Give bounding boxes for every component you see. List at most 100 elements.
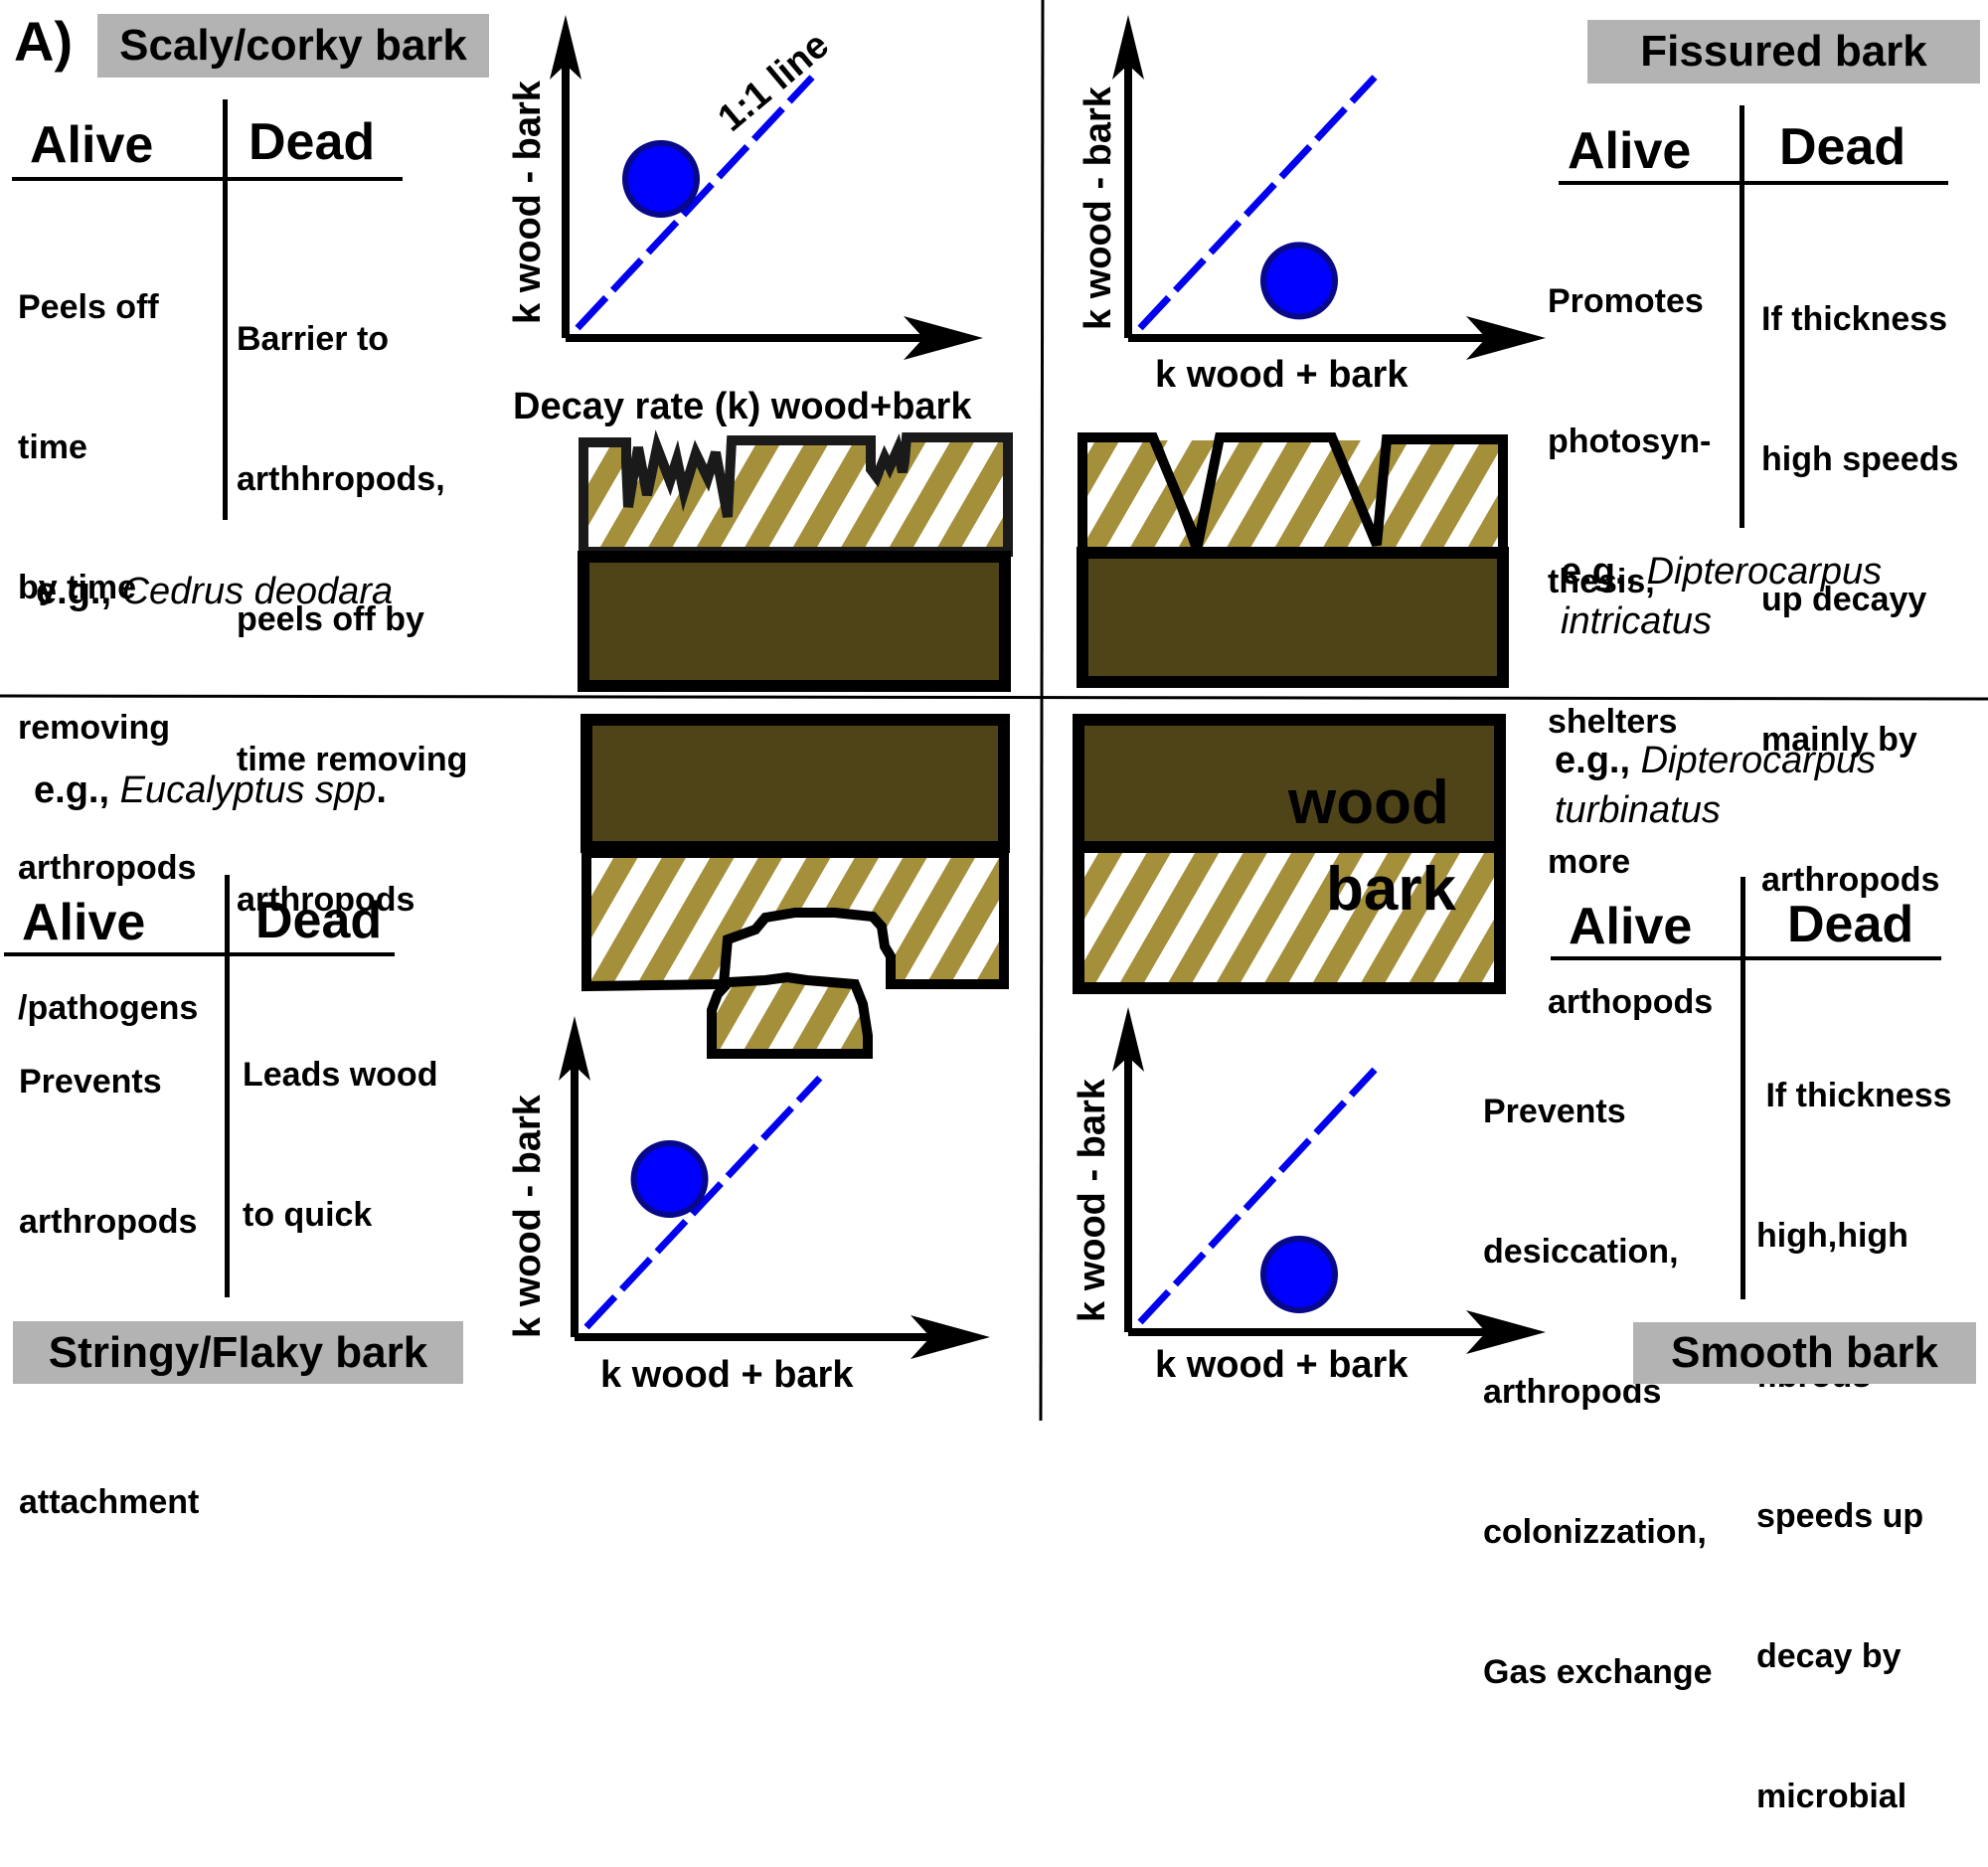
vertical-divider	[1039, 0, 1045, 1421]
example-prefix: e.g.,	[34, 769, 110, 811]
dead-line: arthropods	[237, 881, 415, 919]
species-name-line1: Dipterocarpus	[1646, 551, 1883, 593]
alive-header: Alive	[22, 894, 146, 951]
fissured-wood-layer	[1077, 547, 1509, 688]
dead-line: time removing	[237, 741, 468, 778]
chart-1-ylabel: k wood - bark	[507, 81, 549, 324]
alive-line: Gas exchange	[1483, 1653, 1713, 1691]
dead-line: Leads wood	[243, 1056, 438, 1094]
one-to-one-line	[583, 1075, 823, 1330]
species-name: Eucalyptus spp	[119, 769, 377, 811]
dead-line: arthhropods,	[237, 460, 445, 498]
title-scaly-corky-bark: Scaly/corky bark	[97, 14, 489, 78]
chart-1-xlabel: Decay rate (k) wood+bark	[513, 386, 972, 427]
chart-3-ylabel: k wood - bark	[507, 1095, 549, 1338]
one-to-one-line	[575, 75, 815, 331]
dead-text: Barrier to arthhropods, peels off by tim…	[237, 223, 467, 970]
table-vertical-rule	[225, 875, 230, 1297]
dead-line: decay by	[1756, 1637, 1902, 1675]
alive-line: Promotes	[1548, 282, 1704, 320]
alive-line: arthropods	[18, 849, 197, 887]
table-vertical-rule	[223, 99, 228, 520]
alive-line: arthropods	[19, 1203, 198, 1241]
data-point	[622, 140, 700, 218]
bark-layer-label: bark	[1326, 855, 1456, 924]
wood-layer-label: wood	[1288, 768, 1449, 837]
data-point	[1260, 1236, 1338, 1314]
dead-line: If thickness	[1761, 300, 1948, 338]
species-name: Cedrus deodara	[121, 571, 394, 612]
alive-line: Prevents	[19, 1063, 162, 1101]
species-name-line1: Dipterocarpus	[1640, 740, 1877, 781]
alive-line: time	[18, 428, 87, 466]
smooth-bark-layer	[1073, 841, 1506, 994]
dead-header: Dead	[255, 892, 383, 949]
y-axis-arrowhead	[1112, 15, 1144, 80]
x-axis-arrowhead	[1466, 1310, 1546, 1354]
species-name-line2: intricatus	[1561, 600, 1713, 642]
flaking-bark-piece	[707, 971, 873, 1059]
alive-text: Promotes photosyn- thesis, shelters more…	[1548, 185, 1713, 1073]
example-prefix: e.g.,	[36, 571, 112, 612]
x-axis-arrowhead	[911, 1315, 990, 1359]
table-header-rule	[12, 177, 403, 181]
one-to-one-line	[1137, 75, 1378, 331]
alive-line: attachment	[19, 1483, 200, 1521]
fissure-gap-1	[1153, 442, 1201, 547]
example-species: e.g., Cedrus deodara	[36, 567, 393, 616]
example-prefix: e.g.,	[1555, 740, 1631, 781]
dead-line: microbial	[1756, 1778, 1907, 1815]
y-axis-arrowhead	[1112, 1007, 1144, 1072]
panel-label: A)	[14, 10, 74, 73]
fissured-bark-background	[1082, 440, 1503, 552]
alive-line: colonizzation,	[1483, 1513, 1707, 1551]
alive-line: Peels off	[18, 288, 159, 326]
alive-line: photosyn-	[1548, 423, 1712, 460]
alive-header: Alive	[1569, 898, 1693, 955]
dead-line: peels off by	[237, 600, 424, 638]
example-prefix: e.g.,	[1561, 551, 1637, 593]
alive-line: more	[1548, 843, 1631, 881]
alive-line: /pathogens	[18, 989, 199, 1027]
alive-header: Alive	[30, 116, 154, 174]
dead-line: high,high	[1756, 1217, 1908, 1255]
table-vertical-rule	[1740, 105, 1744, 528]
dead-header: Dead	[1779, 118, 1906, 176]
dead-line: arthropods	[1761, 861, 1940, 899]
fissured-bark-block	[1077, 432, 1509, 688]
dead-header: Dead	[248, 113, 376, 171]
dead-header: Dead	[1787, 896, 1914, 953]
alive-line: Prevents	[1483, 1093, 1626, 1130]
example-suffix: .	[376, 769, 387, 811]
smooth-wood-layer	[1073, 714, 1506, 853]
alive-line: arthopods	[1548, 983, 1714, 1021]
title-stringy-flaky-bark: Stringy/Flaky bark	[13, 1321, 463, 1384]
chart-3-xlabel: k wood + bark	[600, 1354, 854, 1396]
dead-line: mainly by	[1761, 721, 1917, 759]
table-header-rule	[1551, 956, 1941, 960]
y-axis-arrowhead	[550, 15, 581, 80]
x-axis-arrowhead	[904, 316, 983, 360]
title-smooth-bark: Smooth bark	[1633, 1322, 1976, 1384]
alive-line: desiccation,	[1483, 1233, 1679, 1271]
table-vertical-rule	[1740, 877, 1745, 1299]
alive-line: arthropods	[1483, 1373, 1662, 1411]
x-axis-arrowhead	[1466, 316, 1546, 360]
data-point	[630, 1140, 709, 1218]
y-axis-arrowhead	[559, 1016, 590, 1081]
alive-line: by time	[18, 569, 137, 606]
title-fissured-bark: Fissured bark	[1587, 20, 1980, 84]
table-header-rule	[4, 952, 395, 956]
chart-2-xlabel: k wood + bark	[1155, 354, 1408, 396]
scaly-bark-block	[578, 429, 1013, 692]
table-header-rule	[1559, 181, 1948, 185]
horizontal-divider	[0, 694, 1988, 701]
stringy-bark-layer	[581, 848, 1009, 992]
scaly-wood-layer	[578, 551, 1011, 692]
chart-4-xlabel: k wood + bark	[1155, 1344, 1408, 1386]
dead-line: Barrier to	[237, 320, 390, 358]
smooth-bark-block	[1073, 714, 1506, 994]
dead-line: If thickness	[1756, 1077, 1952, 1114]
chart-2-ylabel: k wood - bark	[1077, 86, 1119, 330]
alive-line: thesis,	[1548, 563, 1655, 600]
